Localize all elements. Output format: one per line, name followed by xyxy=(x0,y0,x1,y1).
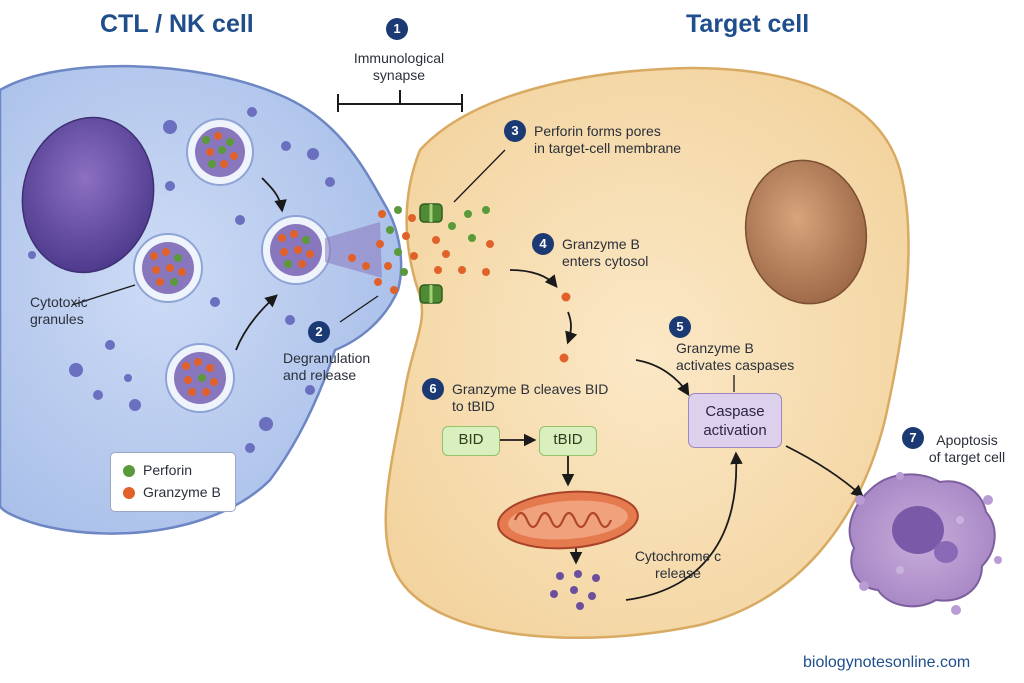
step-5-label: Granzyme B activates caspases xyxy=(676,340,794,374)
synapse-bracket xyxy=(337,90,463,112)
step-5-badge: 5 xyxy=(669,316,691,338)
granule xyxy=(186,118,254,186)
step-2-line1: Degranulation xyxy=(283,350,371,366)
step-2-label: Degranulation and release xyxy=(283,350,370,384)
step-5-line1: Granzyme B xyxy=(676,340,754,356)
step-6-badge: 6 xyxy=(422,378,444,400)
granule xyxy=(133,233,203,303)
cytochrome-c-molecules xyxy=(550,570,600,610)
step-3-badge: 3 xyxy=(504,120,526,142)
legend-granzyme: Granzyme B xyxy=(123,484,221,500)
ctl-cell-title: CTL / NK cell xyxy=(100,10,254,38)
step-7-line1: Apoptosis xyxy=(936,432,998,448)
granule xyxy=(165,343,235,413)
released-molecules xyxy=(348,206,494,294)
perforin-dot-icon xyxy=(123,465,135,477)
step-4-label: Granzyme B enters cytosol xyxy=(562,236,648,270)
mitochondrion xyxy=(497,490,639,550)
granzyme-molecule xyxy=(561,292,571,302)
step-5-line2: activates caspases xyxy=(676,357,795,373)
step-3-line1: Perforin forms pores xyxy=(534,123,661,139)
tbid-box: tBID xyxy=(539,426,597,456)
step-4-line1: Granzyme B xyxy=(562,236,640,252)
to-caspase-arrow xyxy=(635,359,690,397)
step-1-label: Immunological synapse xyxy=(334,50,464,84)
cytochrome-c-label: Cytochrome c release xyxy=(630,548,726,582)
legend-perforin-label: Perforin xyxy=(143,462,193,478)
step-2-line2: and release xyxy=(283,367,357,383)
granules-label: Cytotoxic granules xyxy=(30,294,88,328)
step-1-line2: synapse xyxy=(372,67,426,83)
granules-pointer xyxy=(71,284,136,306)
legend: Perforin Granzyme B xyxy=(110,452,236,512)
legend-perforin: Perforin xyxy=(123,462,192,478)
apoptotic-cell xyxy=(848,472,1002,615)
step-2-badge: 2 xyxy=(308,321,330,343)
cytc-line1: Cytochrome c xyxy=(634,548,722,564)
perforin-pore xyxy=(419,284,443,304)
cytotoxic-granules xyxy=(133,118,382,413)
target-cell-title: Target cell xyxy=(686,10,810,38)
perforin-pore xyxy=(419,203,443,223)
target-nucleus xyxy=(744,159,868,305)
cytc-line2: release xyxy=(655,565,701,581)
granules-line2: granules xyxy=(30,311,84,327)
step-7-line2: of target cell xyxy=(928,449,1006,465)
to-apoptosis-arrow xyxy=(785,445,864,498)
bid-box: BID xyxy=(442,426,500,456)
degranulation-pointer xyxy=(339,295,379,323)
ctl-nucleus xyxy=(21,116,155,274)
step-3-line2: in target-cell membrane xyxy=(534,140,682,156)
step-6-label: Granzyme B cleaves BID to tBID xyxy=(452,381,608,415)
step-6-line1: Granzyme B cleaves BID xyxy=(452,381,609,397)
legend-granzyme-label: Granzyme B xyxy=(143,484,221,500)
step-7-badge: 7 xyxy=(902,427,924,449)
source-credit: biologynotesonline.com xyxy=(803,654,971,671)
granules-line1: Cytotoxic xyxy=(30,294,88,310)
caspase-line2: activation xyxy=(703,422,767,439)
step-7-label: Apoptosis of target cell xyxy=(922,432,1012,466)
caspase-activation-box: Caspase activation xyxy=(688,393,782,448)
step-4-line2: enters cytosol xyxy=(562,253,649,269)
cytc-to-caspase-arrow xyxy=(625,451,743,601)
step-6-line2: to tBID xyxy=(452,398,495,414)
step-1-line1: Immunological xyxy=(353,50,445,66)
granzyme-entry-arrow xyxy=(509,269,558,288)
ctl-vesicles xyxy=(28,107,335,453)
step-4-badge: 4 xyxy=(532,233,554,255)
step-3-label: Perforin forms pores in target-cell memb… xyxy=(534,123,681,157)
perforin-pointer xyxy=(453,149,506,203)
caspase-line1: Caspase xyxy=(705,403,765,420)
granule-arrow xyxy=(261,177,287,213)
granzyme-descend-arrow xyxy=(565,311,578,345)
step-1-badge: 1 xyxy=(386,18,408,40)
granule-arrow xyxy=(235,294,278,351)
granzyme-molecule xyxy=(559,353,569,363)
granzyme-dot-icon xyxy=(123,487,135,499)
